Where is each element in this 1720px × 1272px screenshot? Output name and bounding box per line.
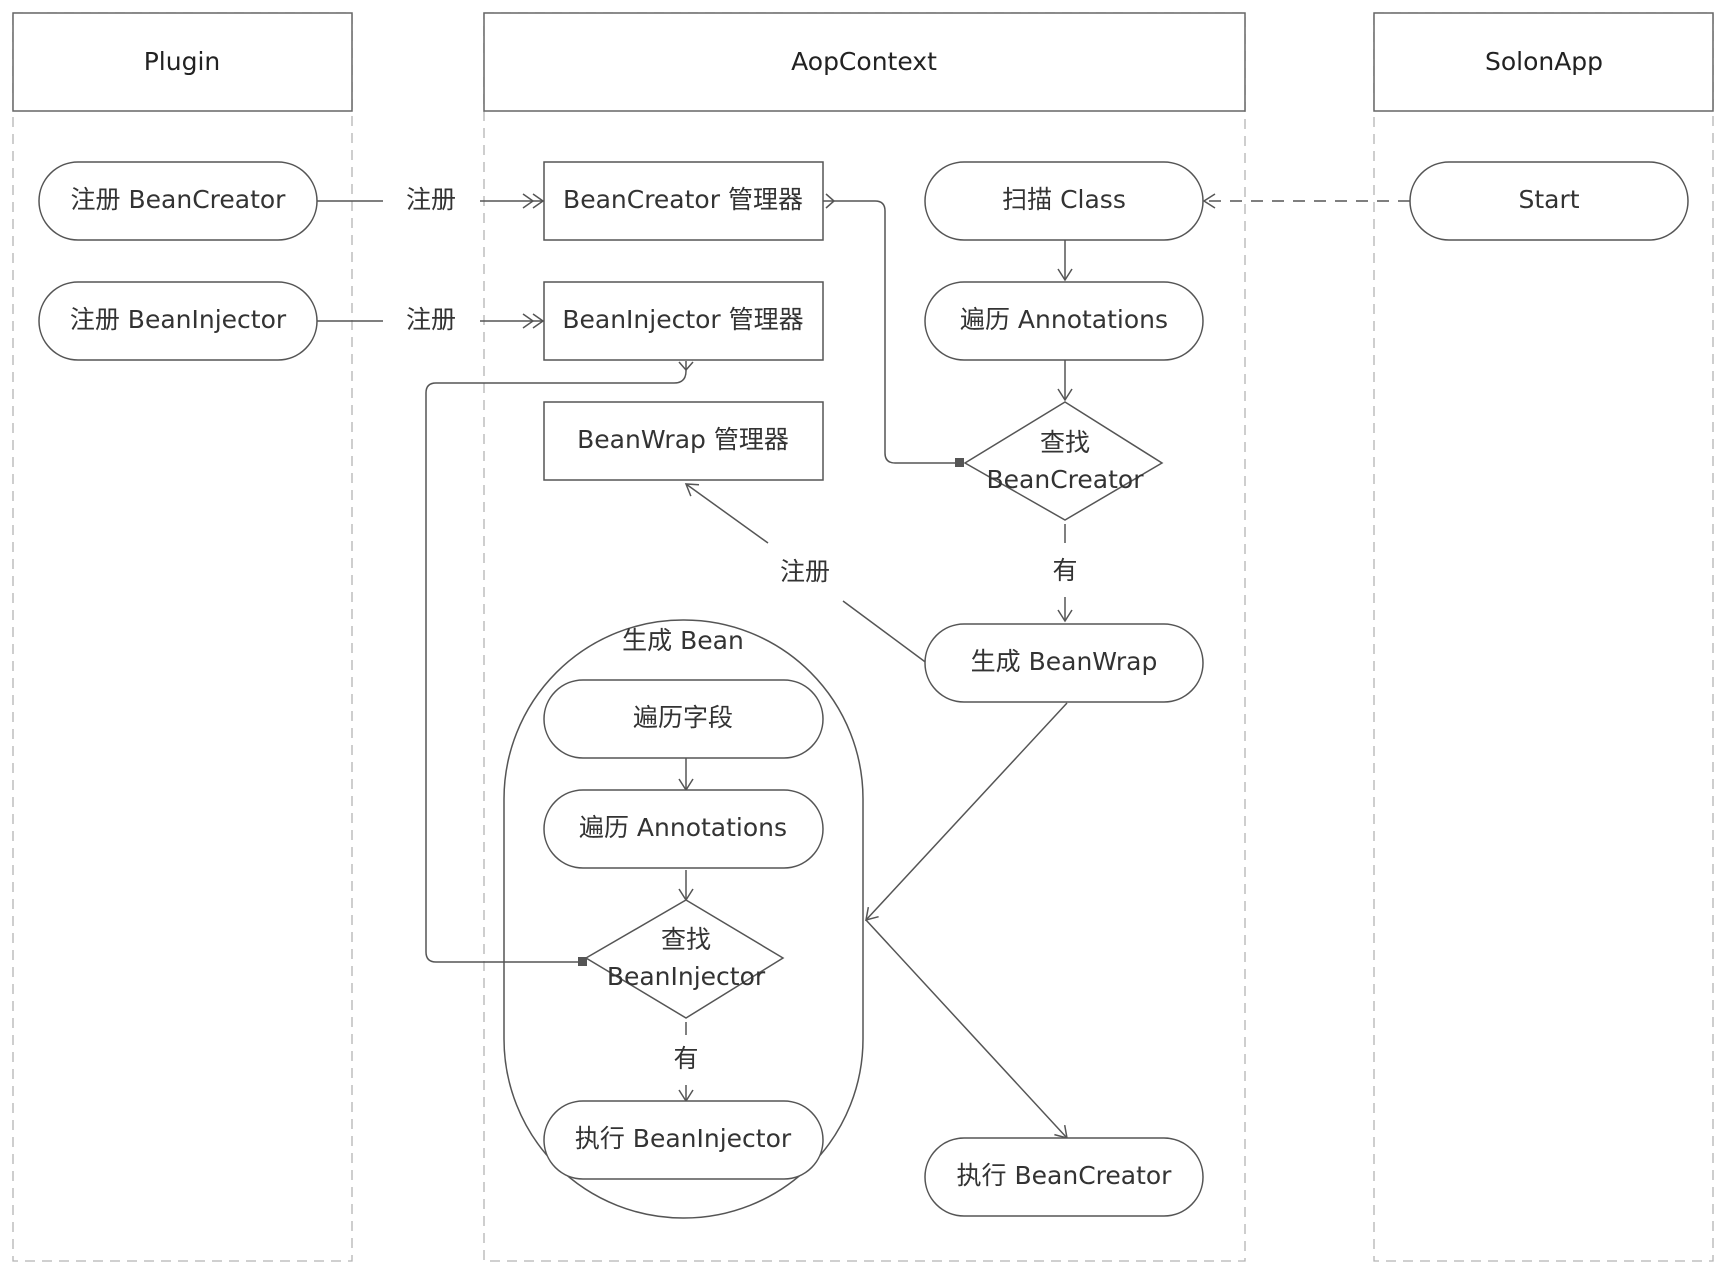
- node-find-creator-label-2: BeanCreator: [987, 465, 1145, 494]
- node-scan-class: 扫描 Class: [924, 161, 1204, 241]
- node-exec-injector: 执行 BeanInjector: [543, 1100, 824, 1180]
- node-reg-injector: 注册 BeanInjector: [38, 281, 318, 361]
- node-iter-annotations-inner-label: 遍历 Annotations: [579, 813, 787, 842]
- edge-injectormgr-find: [425, 361, 687, 966]
- edge-beanwrap-reg-a: [842, 600, 929, 665]
- node-reg-creator: 注册 BeanCreator: [38, 161, 318, 241]
- edge-labels: 注册 注册 注册 有 有: [406, 185, 1078, 1073]
- node-start: Start: [1409, 161, 1689, 241]
- node-creator-manager: BeanCreator 管理器: [543, 161, 824, 241]
- edge-creatormgr-find: [823, 200, 964, 467]
- node-wrap-manager: BeanWrap 管理器: [543, 401, 824, 481]
- node-reg-creator-label: 注册 BeanCreator: [71, 185, 287, 214]
- node-find-creator: 查找 BeanCreator: [963, 401, 1164, 521]
- node-exec-creator: 执行 BeanCreator: [924, 1137, 1204, 1217]
- node-find-injector-label-2: BeanInjector: [607, 962, 766, 991]
- edges: [317, 193, 1410, 1140]
- node-iter-annotations-top-label: 遍历 Annotations: [960, 305, 1168, 334]
- injectormgr-out-arrow: [678, 361, 694, 372]
- node-find-creator-label-1: 查找: [1040, 428, 1090, 457]
- edge-label-register-2: 注册: [406, 305, 456, 334]
- node-exec-injector-label: 执行 BeanInjector: [575, 1124, 792, 1153]
- node-injector-manager-label: BeanInjector 管理器: [562, 305, 803, 334]
- node-find-injector: 查找 BeanInjector: [584, 899, 785, 1019]
- lane-aopcontext-title: AopContext: [791, 47, 937, 76]
- gen-bean-group-label: 生成 Bean: [622, 626, 744, 655]
- node-exec-creator-label: 执行 BeanCreator: [957, 1161, 1173, 1190]
- node-gen-beanwrap: 生成 BeanWrap: [924, 623, 1204, 703]
- node-iter-annotations-inner: 遍历 Annotations: [543, 789, 824, 869]
- edge-beanwrap-reg-b: [684, 483, 769, 544]
- lane-aopcontext: AopContext: [483, 12, 1246, 1262]
- node-find-injector-label-1: 查找: [661, 925, 711, 954]
- edge-label-register-3: 注册: [780, 557, 830, 586]
- node-iter-fields: 遍历字段: [543, 679, 824, 759]
- lane-plugin: Plugin: [12, 12, 353, 1262]
- edge-beanwrap-genbean: [865, 702, 1068, 922]
- edge-label-has-2: 有: [673, 1044, 698, 1073]
- edge-genbean-execcreator: [865, 919, 1068, 1140]
- node-iter-fields-label: 遍历字段: [633, 703, 733, 732]
- creatormgr-out-arrow: [825, 193, 836, 209]
- node-wrap-manager-label: BeanWrap 管理器: [577, 425, 789, 454]
- edge-label-has-1: 有: [1052, 556, 1077, 585]
- node-iter-annotations-top: 遍历 Annotations: [924, 281, 1204, 361]
- node-reg-injector-label: 注册 BeanInjector: [70, 305, 287, 334]
- node-creator-manager-label: BeanCreator 管理器: [563, 185, 803, 214]
- node-gen-beanwrap-label: 生成 BeanWrap: [971, 647, 1158, 676]
- lane-solonapp: SolonApp: [1373, 12, 1714, 1262]
- edge-label-register-1: 注册: [406, 185, 456, 214]
- lane-solonapp-title: SolonApp: [1485, 47, 1603, 76]
- node-scan-class-label: 扫描 Class: [1002, 185, 1126, 214]
- node-start-label: Start: [1518, 185, 1579, 214]
- lane-plugin-title: Plugin: [144, 47, 221, 76]
- node-injector-manager: BeanInjector 管理器: [543, 281, 824, 361]
